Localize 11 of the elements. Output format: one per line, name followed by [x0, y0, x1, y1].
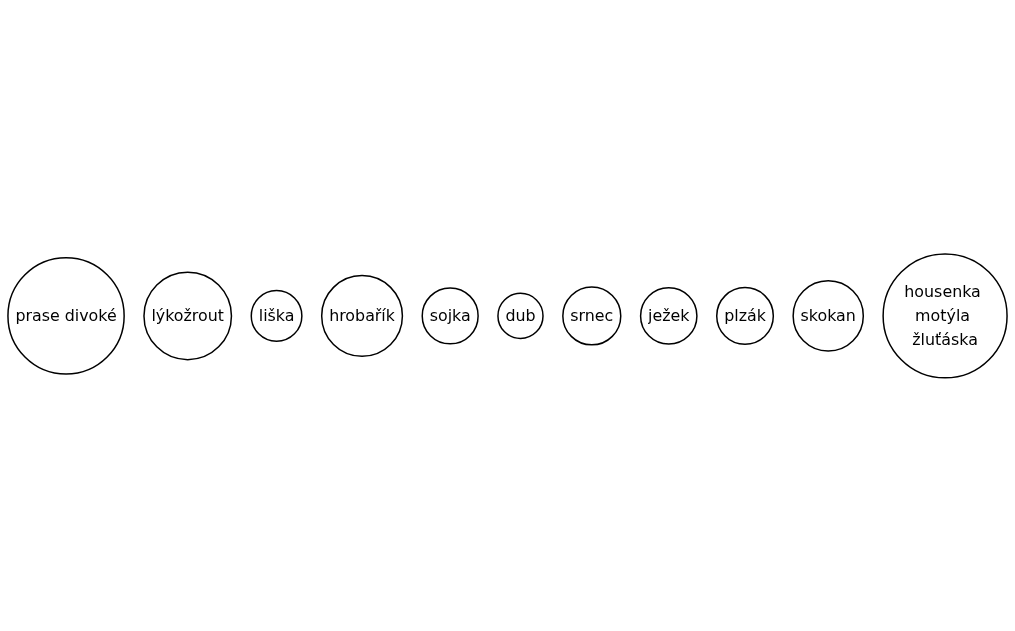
node-circle: hrobařík [320, 274, 404, 357]
node-circle: ježek [639, 286, 698, 345]
node-circle: lýkožrout [143, 271, 233, 360]
node-circle: prase divoké [7, 256, 125, 375]
node-circle: sojka [421, 286, 479, 345]
node-circle: srnec [562, 285, 622, 346]
node-circle: dub [497, 292, 544, 339]
node-circle: plzák [716, 286, 775, 345]
node-circle: liška [250, 289, 303, 342]
node-circle: skokan [792, 279, 865, 352]
node-circle: housenka motýla žluťáska [882, 252, 1008, 379]
